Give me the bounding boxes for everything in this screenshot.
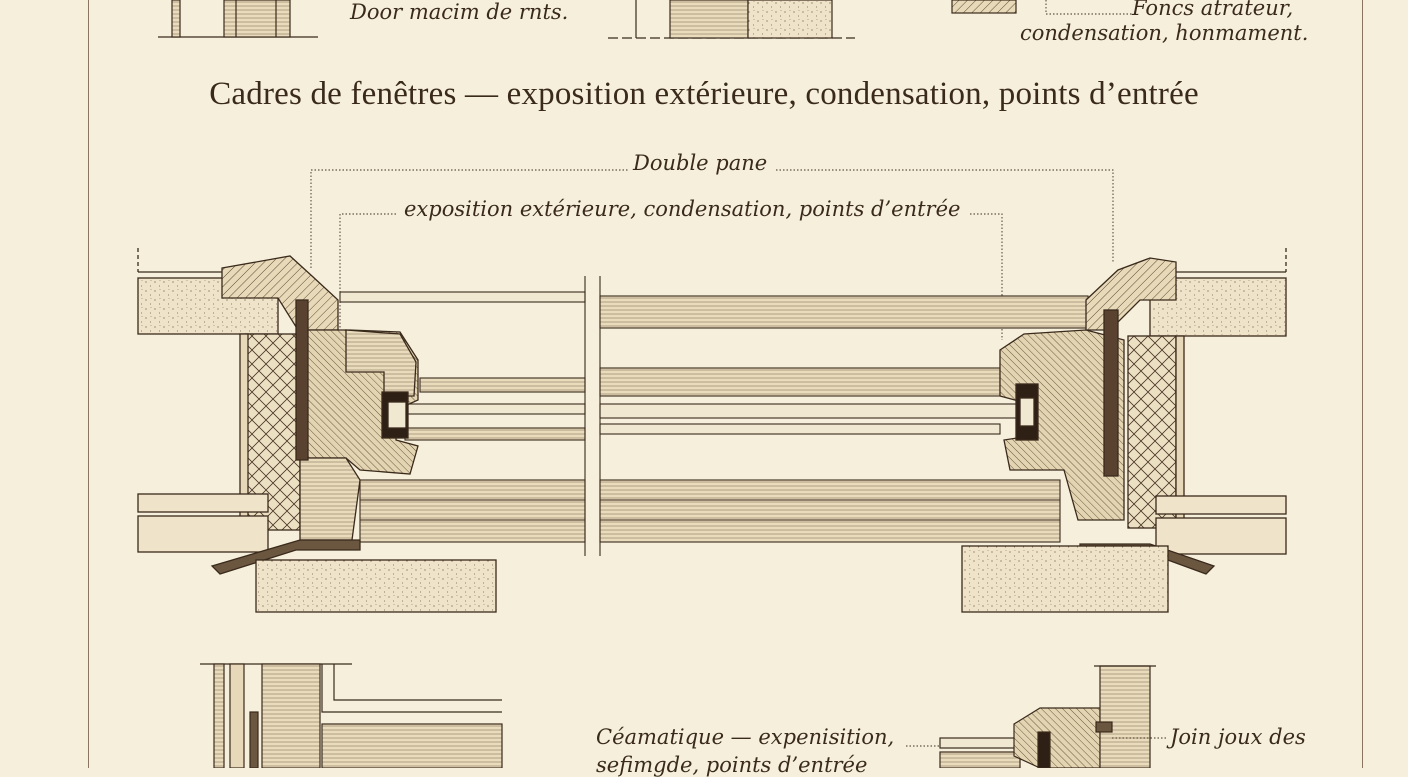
- plate-border-right: [1362, 0, 1363, 768]
- caption-exposure: exposition extérieure, condensation, poi…: [404, 197, 961, 221]
- glazing-panes: [339, 276, 1089, 556]
- caption-top-left: Door macim de rnts.: [350, 0, 569, 24]
- plate-border-left: [88, 0, 89, 768]
- page-title: Cadres de fenêtres — exposition extérieu…: [209, 76, 1199, 112]
- caption-bottom-left-line1: Céamatique — expenisition,: [596, 725, 895, 749]
- bottom-right-fragment: [906, 665, 1166, 768]
- right-frame-section: [961, 248, 1287, 613]
- top-right-fragment: [951, 0, 1132, 15]
- caption-double-pane: Double pane: [633, 151, 768, 175]
- caption-bottom-right: Join joux des: [1170, 725, 1306, 749]
- caption-bottom-left-line2: sefimgde, points d’entrée: [596, 753, 868, 777]
- left-frame-section: [137, 248, 497, 613]
- bottom-left-fragment: [200, 663, 503, 768]
- top-left-fragment: [158, 0, 318, 38]
- caption-top-right-line1: Foncs atrateur,: [1132, 0, 1294, 20]
- caption-top-right-line2: condensation, honmament.: [1020, 21, 1309, 45]
- top-middle-fragment: [608, 0, 855, 39]
